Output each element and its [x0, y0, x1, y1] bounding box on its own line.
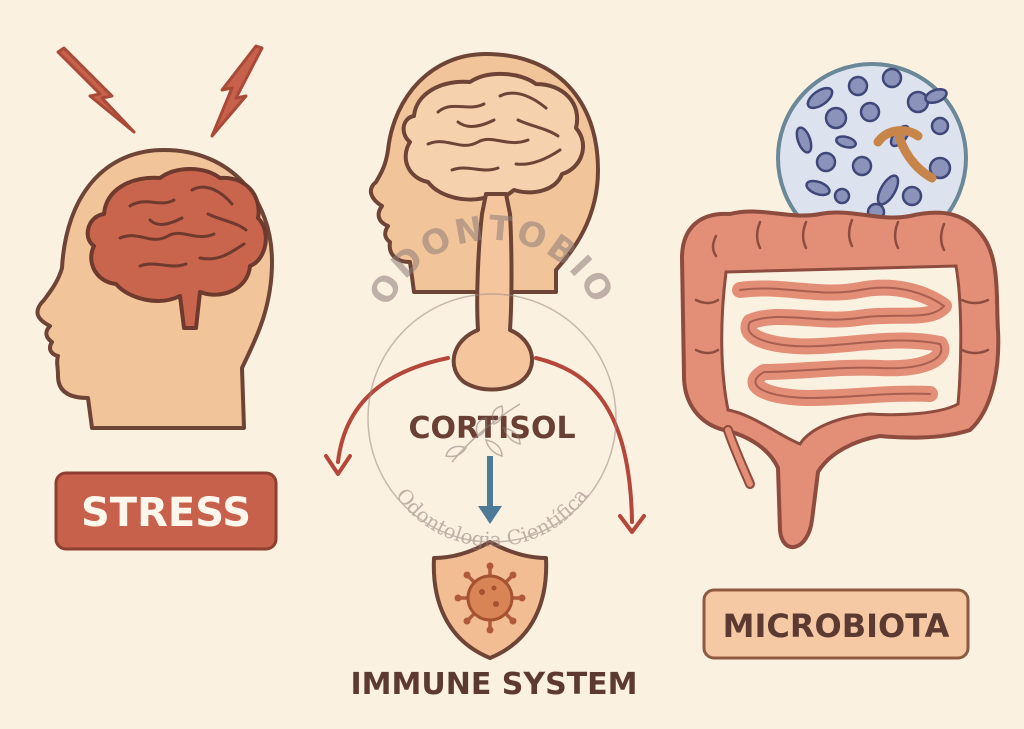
microbiota-label-badge: MICROBIOTA — [702, 588, 970, 660]
intestine-icon — [680, 209, 1001, 549]
lightning-bolt-icon — [56, 46, 136, 134]
lightning-bolt-icon — [210, 44, 264, 138]
arrow-right-icon — [534, 356, 646, 534]
arrow-down-icon — [478, 456, 502, 524]
pituitary-gland-icon — [451, 192, 534, 392]
microbiota-label: MICROBIOTA — [723, 607, 950, 645]
bacteria-circle-icon — [776, 62, 968, 254]
shield-virus-icon — [431, 540, 549, 660]
stress-label-badge: STRESS — [54, 471, 278, 551]
stress-label: STRESS — [81, 490, 251, 536]
leaf-branch-icon — [445, 403, 521, 463]
arrow-left-icon — [324, 356, 450, 476]
immune-system-label: IMMUNE SYSTEM — [350, 667, 637, 702]
brain-icon — [85, 167, 268, 330]
brain-icon — [401, 71, 586, 202]
